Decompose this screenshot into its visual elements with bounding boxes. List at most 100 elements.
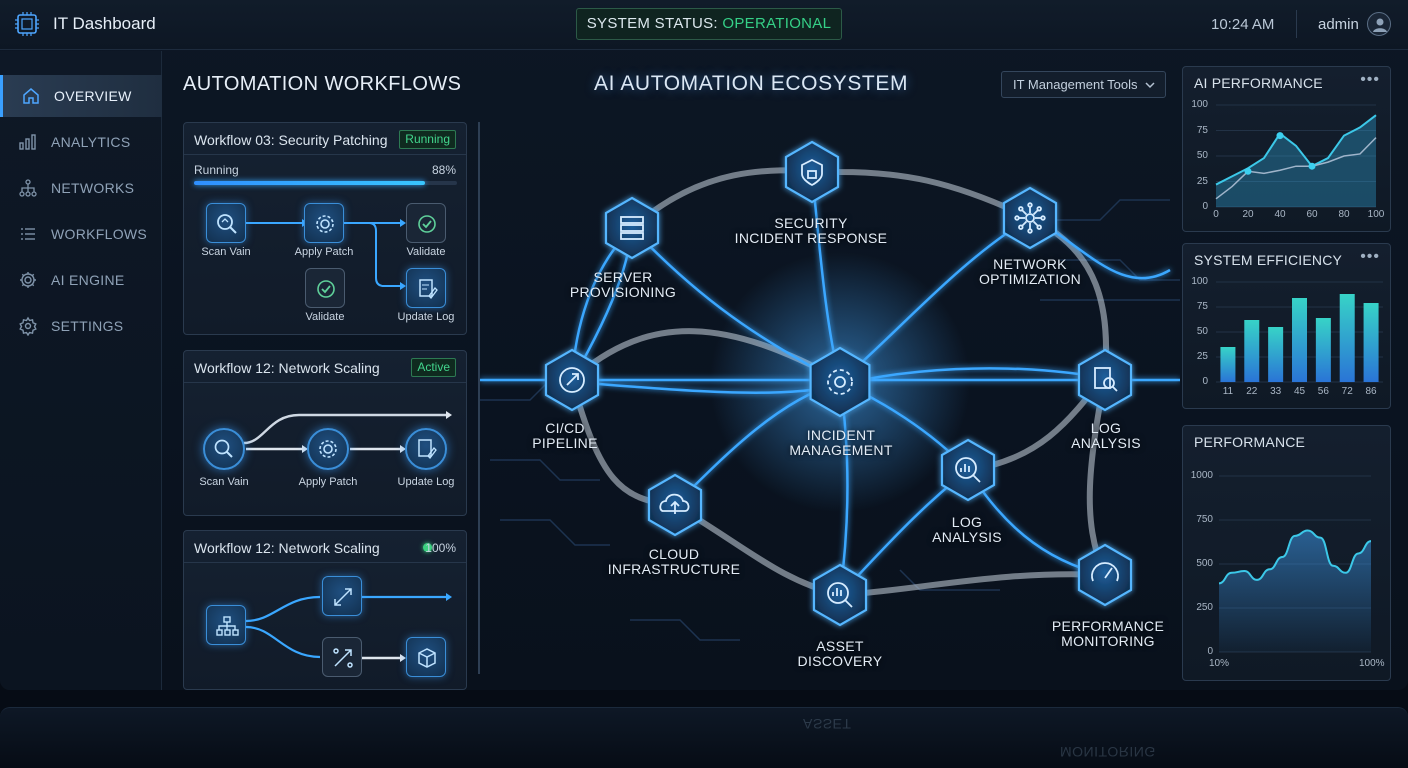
- sidebar-item-ai-engine[interactable]: AI ENGINE: [0, 259, 162, 301]
- tools-filter-dropdown[interactable]: IT Management Tools: [1001, 71, 1166, 98]
- validate-step-node[interactable]: [305, 268, 345, 308]
- resize-icon: [334, 588, 352, 606]
- gauge-arc: [1091, 562, 1119, 582]
- node-label-incident: INCIDENT MANAGEMENT: [771, 428, 911, 458]
- y-tick-label: 25: [1196, 351, 1208, 362]
- node-label-line: PIPELINE: [532, 435, 598, 451]
- scan-step-node[interactable]: [203, 428, 245, 470]
- workflow-connectors: [245, 593, 452, 662]
- workflow-card-network-scaling[interactable]: Workflow 12: Network Scaling Active Scan…: [183, 350, 467, 516]
- hub-node: [1018, 206, 1024, 212]
- magnifier-lens: [955, 457, 977, 479]
- sidebar-item-networks[interactable]: NETWORKS: [0, 167, 162, 209]
- scale-step-node[interactable]: [322, 576, 362, 616]
- y-tick-label: 500: [1196, 558, 1213, 569]
- sidebar-item-settings[interactable]: SETTINGS: [0, 305, 162, 347]
- x-tick-label: 72: [1341, 386, 1353, 397]
- package-step-node[interactable]: [406, 637, 446, 677]
- gear-teeth: [827, 369, 853, 395]
- step-label: Scan Vain: [199, 476, 249, 488]
- workflow-card-network-scaling-complete[interactable]: Workflow 12: Network Scaling 100%: [183, 530, 467, 690]
- workflow-card-security-patching[interactable]: Workflow 03: Security Patching Running R…: [183, 122, 467, 335]
- bar: [1244, 320, 1260, 382]
- sidebar: OVERVIEW ANALYTICS NETWORKS WORKFLOWS AI…: [0, 51, 162, 690]
- network-icon: [19, 179, 37, 197]
- node-label-line: MONITORING: [1061, 633, 1155, 649]
- settings-icon: [19, 316, 37, 336]
- x-tick-label: 100%: [1359, 658, 1385, 669]
- hierarchy-step-node[interactable]: [206, 605, 246, 645]
- user-icon: [1373, 18, 1387, 32]
- lock-body: [807, 170, 817, 179]
- ecosystem-node-6[interactable]: [940, 438, 996, 502]
- home-icon: [23, 88, 39, 104]
- y-tick-label: 75: [1196, 124, 1208, 136]
- ecosystem-node-1[interactable]: [604, 196, 660, 260]
- ecosystem-node-7[interactable]: [647, 473, 703, 537]
- node-label-network: NETWORK OPTIMIZATION: [960, 257, 1100, 287]
- pipeline-ring: [559, 367, 585, 393]
- reflection-strip: ASSET MONITORING: [0, 707, 1408, 768]
- connect-step-node[interactable]: [322, 637, 362, 677]
- user-name[interactable]: admin: [1318, 16, 1359, 33]
- sidebar-item-overview[interactable]: OVERVIEW: [0, 75, 162, 117]
- bar: [1363, 303, 1379, 382]
- avatar[interactable]: [1367, 12, 1391, 36]
- ecosystem-node-2[interactable]: [1002, 186, 1058, 250]
- hierarchy-icon: [216, 616, 239, 636]
- hub-node: [1027, 202, 1033, 208]
- y-tick-label: 1000: [1190, 470, 1213, 481]
- ecosystem-node-4[interactable]: [809, 346, 871, 418]
- more-options-icon[interactable]: •••: [1360, 71, 1380, 88]
- update-log-step-node[interactable]: [405, 428, 447, 470]
- reflected-label: ASSET: [803, 716, 852, 732]
- gear-hub: [834, 376, 846, 388]
- validate-step-node[interactable]: [406, 203, 446, 243]
- shield-shape: [801, 158, 823, 187]
- ecosystem-node-9[interactable]: [1077, 543, 1133, 607]
- sidebar-item-workflows[interactable]: WORKFLOWS: [0, 213, 162, 255]
- series-marker: [1308, 162, 1316, 170]
- upload-arrow: [670, 500, 680, 514]
- bar: [1292, 298, 1307, 382]
- node-label-log-analysis-right: LOG ANALYSIS: [1056, 421, 1156, 451]
- magnifier-handle: [1112, 386, 1118, 392]
- pipeline-icon: [559, 367, 585, 393]
- hex-frame: [604, 196, 660, 260]
- sidebar-item-label: SETTINGS: [51, 318, 124, 334]
- edit-document-icon: [418, 439, 437, 459]
- x-tick-label: 10%: [1208, 658, 1229, 669]
- ecosystem-node-5[interactable]: [1077, 348, 1133, 412]
- apply-patch-step-node[interactable]: [307, 428, 349, 470]
- hub-node: [1040, 215, 1046, 221]
- y-tick-label: 100: [1191, 99, 1208, 110]
- server-rack: [620, 232, 644, 240]
- node-label-line: ANALYSIS: [1071, 435, 1141, 451]
- node-label-line: INCIDENT: [806, 427, 876, 443]
- card-divider: [184, 562, 466, 563]
- gear-icon: [319, 440, 337, 458]
- apply-patch-step-node[interactable]: [304, 203, 344, 243]
- sidebar-item-analytics[interactable]: ANALYTICS: [0, 121, 162, 163]
- ecosystem-node-0[interactable]: [784, 140, 840, 204]
- step-label: Update Log: [397, 476, 455, 488]
- ecosystem-node-8[interactable]: [812, 563, 868, 627]
- status-badge: Running: [399, 130, 456, 149]
- scan-step-node[interactable]: [206, 203, 246, 243]
- y-tick-label: 750: [1196, 514, 1213, 525]
- workflow-title: Workflow 03: Security Patching: [194, 132, 388, 148]
- reflected-label: MONITORING: [1060, 744, 1156, 760]
- gauge-icon: [1091, 562, 1119, 582]
- bar: [1220, 347, 1236, 382]
- magnifier-lens: [827, 582, 849, 604]
- ecosystem-node-3[interactable]: [544, 348, 600, 412]
- node-label-line: CLOUD: [648, 546, 700, 562]
- circuit-traces: [480, 199, 1180, 641]
- server-rack: [620, 216, 644, 224]
- system-efficiency-chart: [1216, 281, 1383, 383]
- node-label-line: OPTIMIZATION: [978, 271, 1082, 287]
- hex-frame: [940, 438, 996, 502]
- magnifier-handle: [844, 599, 853, 608]
- more-options-icon[interactable]: •••: [1360, 248, 1380, 265]
- update-log-step-node[interactable]: [406, 268, 446, 308]
